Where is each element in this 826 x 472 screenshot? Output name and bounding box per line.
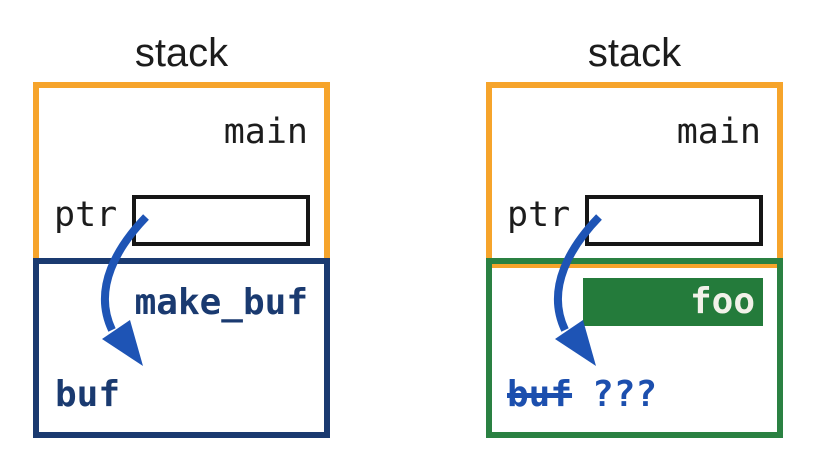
buffer-label: buf — [55, 374, 121, 415]
ptr-label: ptr — [54, 195, 118, 235]
buffer-unknown-label: ??? — [592, 374, 658, 415]
stack-title-left: stack — [134, 31, 229, 75]
function-name-label: main — [676, 112, 761, 152]
dangling-buffer-row: buf??? — [507, 377, 657, 413]
foo-frame-bar: foo — [583, 278, 763, 326]
ptr-value-box — [585, 195, 763, 246]
callee-frame-left — [33, 258, 330, 438]
function-name-label: main — [223, 112, 308, 152]
main-frame-right — [486, 82, 783, 268]
stack-title-right: stack — [587, 31, 682, 75]
buffer-label-struck: buf — [507, 374, 573, 415]
ptr-label: ptr — [507, 195, 571, 235]
callee-frame-right — [486, 258, 783, 438]
callee-name-label: make_buf — [134, 282, 308, 323]
ptr-value-box — [132, 195, 310, 246]
